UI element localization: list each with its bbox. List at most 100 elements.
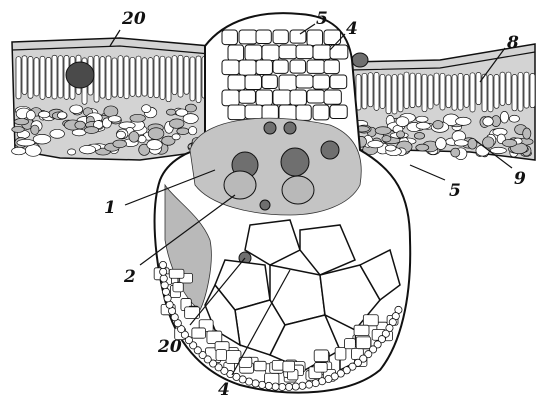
- cap-cell: [239, 90, 255, 103]
- palisade-cell: [46, 57, 51, 97]
- palisade-cell: [184, 56, 189, 94]
- cap-cell: [307, 30, 323, 46]
- palisade-cell: [422, 74, 427, 111]
- palisade-cell: [28, 57, 33, 99]
- spongy-cell: [142, 105, 151, 113]
- cap-cell: [228, 45, 244, 61]
- spongy-cell: [433, 120, 443, 129]
- spongy-cell: [26, 110, 35, 120]
- spongy-cell: [129, 131, 139, 142]
- small-parenchyma-cell: [314, 350, 328, 362]
- epidermis-bead: [265, 382, 272, 389]
- cap-cell: [296, 45, 313, 59]
- palisade-cell: [94, 56, 99, 103]
- palisade-cell: [118, 56, 123, 98]
- palisade-cell: [410, 73, 415, 108]
- spongy-cell: [416, 116, 428, 122]
- epidermis-bead: [259, 381, 266, 388]
- shaded-tissue-ring: [190, 118, 361, 215]
- cap-cell: [330, 105, 347, 119]
- small-parenchyma-cell: [356, 337, 371, 349]
- palisade-cell: [178, 55, 183, 97]
- callout-2: 2: [123, 267, 136, 287]
- spongy-cell: [108, 116, 121, 122]
- palisade-cell: [136, 56, 141, 97]
- palisade-cell: [404, 72, 409, 108]
- palisade-cell: [106, 56, 111, 100]
- cap-cell: [222, 90, 239, 106]
- spongy-cell: [185, 104, 196, 112]
- palisade-cell: [416, 73, 421, 107]
- cap-cell: [256, 90, 272, 105]
- xylem-vessel: [282, 176, 314, 204]
- palisade-cell: [482, 74, 487, 112]
- cap-cell: [239, 30, 257, 44]
- cap-cell: [256, 60, 272, 75]
- spongy-cell: [147, 140, 162, 150]
- palisade-cell: [500, 72, 505, 105]
- epidermis-bead: [161, 282, 168, 289]
- spongy-cell: [31, 125, 39, 134]
- spongy-cell: [84, 127, 98, 134]
- palisade-cell: [452, 75, 457, 111]
- spongy-cell: [172, 134, 180, 140]
- palisade-cell: [524, 72, 529, 108]
- spongy-cell: [25, 145, 41, 157]
- spongy-cell: [119, 122, 135, 129]
- callout-5-top: 5: [316, 9, 328, 29]
- palisade-cell: [512, 74, 517, 110]
- palisade-cell: [40, 56, 45, 99]
- cap-cell: [307, 90, 324, 103]
- small-parenchyma-cell: [283, 361, 295, 372]
- cap-cell: [279, 45, 297, 59]
- cap-cell: [262, 75, 277, 89]
- palisade-cell: [476, 72, 481, 104]
- callout-5-right: 5: [449, 181, 461, 201]
- spongy-cell: [500, 111, 508, 123]
- spongy-cell: [509, 115, 519, 122]
- spongy-cell: [396, 117, 409, 127]
- epidermis-bead: [312, 379, 319, 386]
- spongy-cell: [177, 128, 189, 135]
- bundle-spot: [281, 148, 309, 176]
- spongy-cell: [397, 131, 405, 138]
- small-parenchyma-cell: [192, 328, 206, 338]
- cap-cell: [222, 60, 239, 75]
- palisade-cell: [458, 73, 463, 110]
- palisade-cell: [58, 56, 63, 98]
- palisade-cell: [494, 74, 499, 108]
- bundle-spot: [284, 122, 296, 134]
- spongy-cell: [57, 112, 66, 119]
- palisade-cell: [196, 56, 201, 103]
- spongy-cell: [14, 118, 28, 124]
- epidermis-bead: [299, 382, 306, 389]
- spongy-cell: [12, 147, 26, 154]
- secretory-gland-right: [352, 53, 368, 67]
- palisade-cell: [172, 56, 177, 95]
- callout-20-bottom: 20: [157, 337, 182, 357]
- spongy-cell: [39, 111, 50, 118]
- spongy-cell: [183, 114, 198, 124]
- palisade-cell: [362, 73, 367, 109]
- cap-cell: [239, 60, 256, 75]
- spongy-cell: [451, 148, 460, 157]
- palisade-cell: [22, 56, 27, 95]
- spongy-cell: [166, 109, 175, 115]
- small-parenchyma-cell: [226, 351, 241, 364]
- cap-cell: [256, 30, 271, 43]
- small-parenchyma-cell: [344, 339, 355, 349]
- palisade-cell: [464, 74, 469, 107]
- bundle-spot: [264, 122, 276, 134]
- palisade-cell: [506, 72, 511, 105]
- cap-cell: [245, 75, 261, 90]
- epidermis-bead: [319, 378, 326, 385]
- small-parenchyma-cell: [335, 348, 346, 360]
- cap-cell: [228, 75, 245, 90]
- palisade-cell: [470, 73, 475, 112]
- palisade-cell: [530, 73, 535, 107]
- callout-1: 1: [104, 198, 116, 218]
- palisade-cell: [34, 58, 39, 96]
- cap-cell: [313, 45, 331, 59]
- spongy-cell: [148, 128, 164, 140]
